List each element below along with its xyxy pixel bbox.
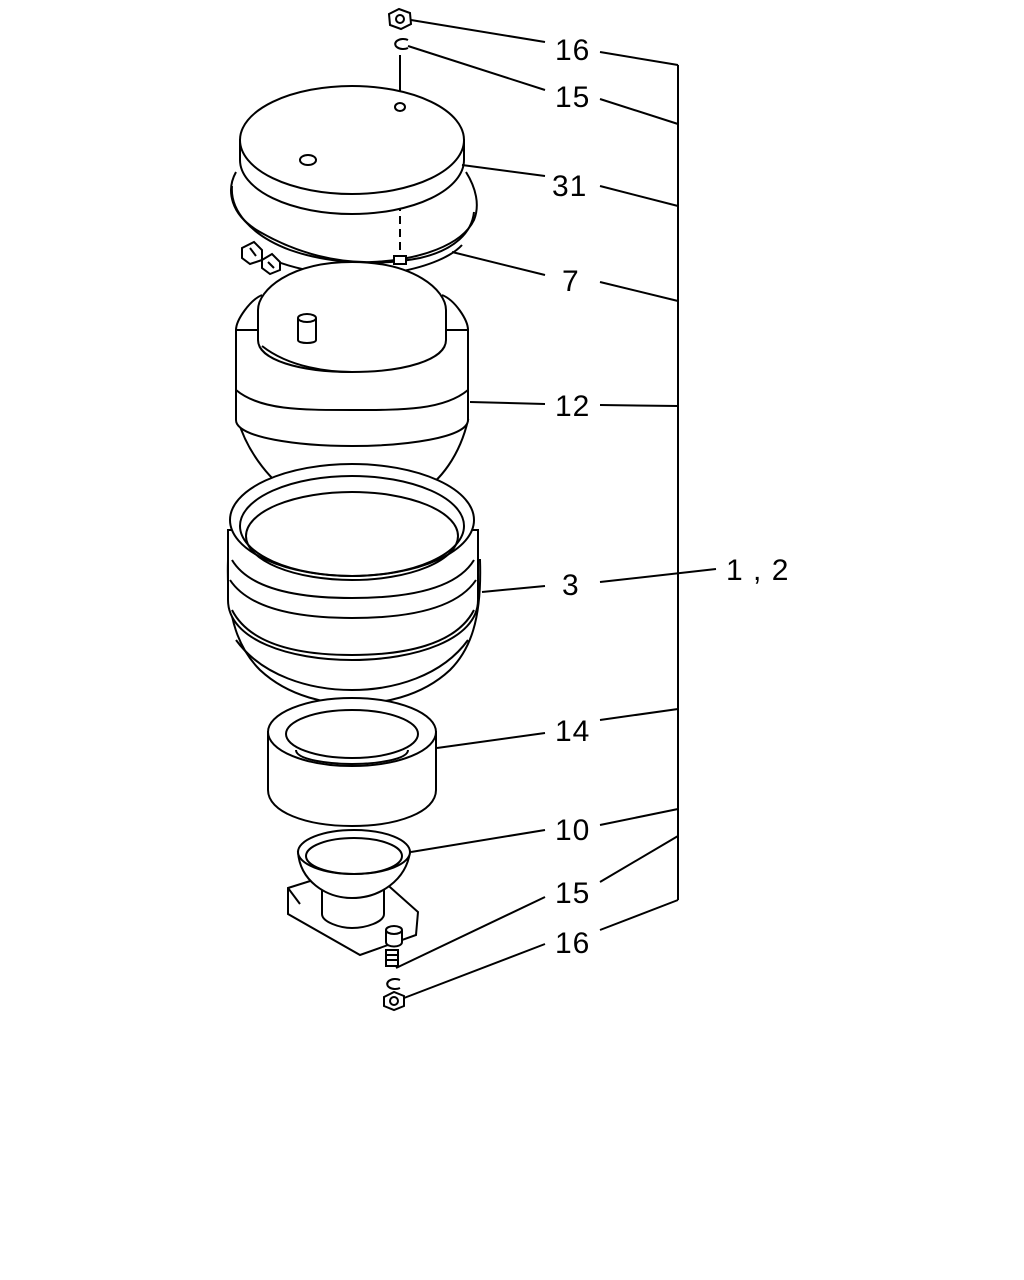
callout-16-bottom: 16 xyxy=(555,927,590,960)
liner-part xyxy=(267,697,437,828)
top-circlip-part xyxy=(394,38,409,50)
bellows-part xyxy=(226,463,482,706)
callout-14: 14 xyxy=(555,715,590,748)
callout-31: 31 xyxy=(552,170,587,203)
leader-lines xyxy=(395,19,717,999)
callout-10: 10 xyxy=(555,814,590,847)
callout-16-top: 16 xyxy=(555,34,590,67)
callout-1-2: 1 , 2 xyxy=(726,554,789,587)
callout-15-top: 15 xyxy=(555,81,590,114)
top-nut-part xyxy=(387,7,413,31)
callout-7: 7 xyxy=(562,265,580,298)
bottom-circlip-part xyxy=(386,978,401,990)
callout-15-bottom: 15 xyxy=(555,877,590,910)
top-plate-part xyxy=(239,85,465,215)
callout-3: 3 xyxy=(562,569,580,602)
bottom-nut-part xyxy=(383,990,405,1012)
base-cup-part xyxy=(287,829,420,967)
callout-12: 12 xyxy=(555,390,590,423)
